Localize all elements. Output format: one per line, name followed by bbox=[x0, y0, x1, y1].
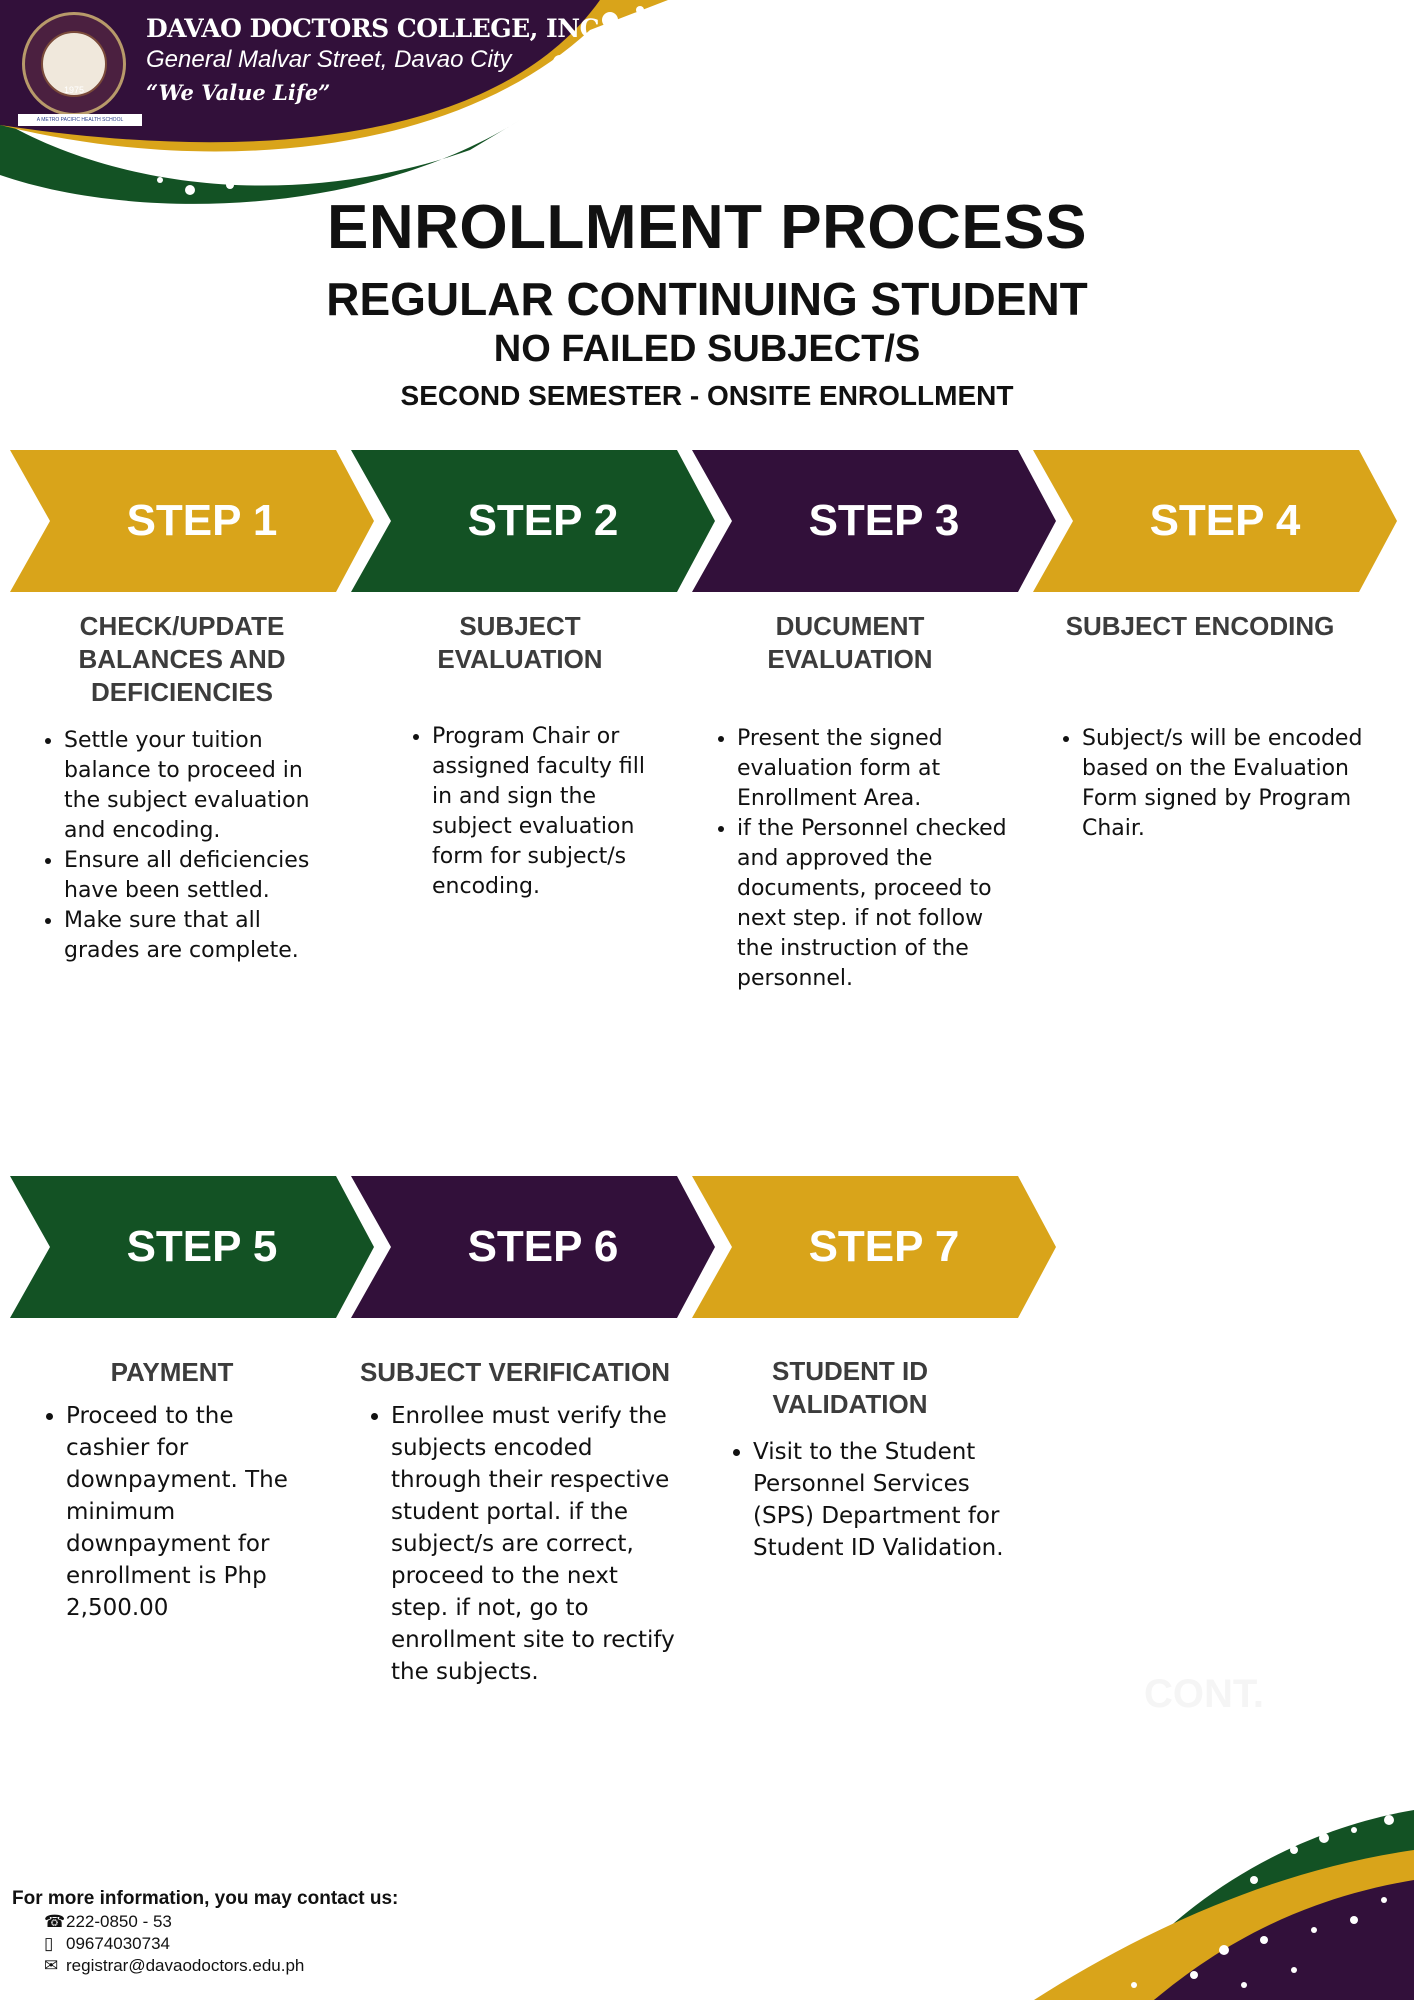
phone-icon: ☎ bbox=[44, 1912, 66, 1931]
step-1-item: Ensure all deficiencies have been settle… bbox=[64, 846, 334, 906]
logo-tagline: A METRO PACIFIC HEALTH SCHOOL bbox=[18, 114, 142, 126]
logo-emblem bbox=[41, 31, 107, 97]
page-title: ENROLLMENT PROCESS bbox=[327, 193, 1087, 262]
banner-dots bbox=[157, 6, 644, 195]
college-logo: 1975 bbox=[22, 12, 126, 116]
banner-purple-band bbox=[0, 0, 600, 143]
contact-email: ✉ registrar@davaodoctors.edu.ph bbox=[44, 1956, 304, 1976]
header-banner bbox=[0, 0, 668, 204]
step-2-item: Program Chair or assigned faculty fill i… bbox=[432, 722, 662, 902]
subtitle-semester: SECOND SEMESTER - ONSITE ENROLLMENT bbox=[400, 380, 1014, 411]
step-1-label: STEP 1 bbox=[126, 496, 278, 545]
step-7-heading: STUDENT ID VALIDATION bbox=[772, 1356, 928, 1419]
step-3-chevron: STEP 3 bbox=[692, 450, 1056, 592]
step-3-body: Present the signed evaluation form at En… bbox=[707, 724, 1017, 994]
mobile-icon: ▯ bbox=[44, 1934, 54, 1953]
step-1-heading: CHECK/UPDATE BALANCES AND DEFICIENCIES bbox=[78, 611, 286, 707]
contact-heading: For more information, you may contact us… bbox=[12, 1888, 399, 1909]
logo-year: 1975 bbox=[63, 85, 85, 95]
step-6-item: Enrollee must verify the subjects encode… bbox=[391, 1400, 681, 1688]
step-5-item: Proceed to the cashier for downpayment. … bbox=[66, 1400, 306, 1624]
subtitle-student-type: REGULAR CONTINUING STUDENT bbox=[326, 273, 1088, 325]
step-2-label: STEP 2 bbox=[467, 496, 619, 545]
step-3-item: if the Personnel checked and approved th… bbox=[737, 814, 1017, 994]
email-address: registrar@davaodoctors.edu.ph bbox=[66, 1956, 305, 1975]
footer-purple-band bbox=[1154, 1880, 1414, 2000]
step-6-shape bbox=[351, 1176, 715, 1318]
step-1-item: Settle your tuition balance to proceed i… bbox=[64, 726, 334, 846]
step-6-chevron: STEP 6 bbox=[351, 1176, 715, 1318]
step-4-label: STEP 4 bbox=[1149, 496, 1301, 545]
continued-faded-text: CONT. bbox=[1144, 1672, 1264, 1716]
contact-mobile: ▯ 09674030734 bbox=[44, 1934, 170, 1954]
step-6-heading: SUBJECT VERIFICATION bbox=[359, 1357, 671, 1387]
footer-dots bbox=[1131, 1815, 1394, 1988]
step-7-shape bbox=[692, 1176, 1056, 1318]
step-3-heading: DUCUMENT EVALUATION bbox=[767, 611, 933, 674]
mobile-number: 09674030734 bbox=[66, 1934, 171, 1953]
step-1-item: Make sure that all grades are complete. bbox=[64, 906, 334, 966]
step-4-heading: SUBJECT ENCODING bbox=[1065, 611, 1335, 641]
step-2-body: Program Chair or assigned faculty fill i… bbox=[402, 722, 662, 902]
step-1-body: Settle your tuition balance to proceed i… bbox=[34, 726, 334, 966]
step-4-shape bbox=[1033, 450, 1397, 592]
step-1-shape bbox=[10, 450, 374, 592]
step-2-heading: SUBJECT EVALUATION bbox=[437, 611, 603, 674]
step-5-body: Proceed to the cashier for downpayment. … bbox=[36, 1400, 306, 1624]
step-3-shape bbox=[692, 450, 1056, 592]
step-2-chevron: STEP 2 bbox=[351, 450, 715, 592]
contact-phone: ☎222-0850 - 53 bbox=[44, 1912, 172, 1932]
school-motto: “We Value Life” bbox=[146, 80, 331, 105]
step-4-body: Subject/s will be encoded based on the E… bbox=[1052, 724, 1382, 844]
step-2-shape bbox=[351, 450, 715, 592]
banner-gold-swoosh bbox=[0, 0, 668, 152]
step-3-label: STEP 3 bbox=[808, 496, 960, 545]
subtitle-condition: NO FAILED SUBJECT/S bbox=[493, 328, 921, 370]
email-icon: ✉ bbox=[44, 1956, 59, 1975]
phone-number: 222-0850 - 53 bbox=[66, 1912, 172, 1931]
step-7-item: Visit to the Student Personnel Services … bbox=[753, 1436, 1033, 1564]
step-5-shape bbox=[10, 1176, 374, 1318]
step-1-chevron: STEP 1 bbox=[10, 450, 374, 592]
step-5-label: STEP 5 bbox=[126, 1222, 278, 1271]
school-name: DAVAO DOCTORS COLLEGE, INC. bbox=[146, 14, 607, 43]
step-4-item: Subject/s will be encoded based on the E… bbox=[1082, 724, 1382, 844]
step-7-chevron: STEP 7 bbox=[692, 1176, 1056, 1318]
step-5-chevron: STEP 5 bbox=[10, 1176, 374, 1318]
school-address: General Malvar Street, Davao City bbox=[146, 46, 512, 73]
step-7-body: Visit to the Student Personnel Services … bbox=[723, 1436, 1033, 1564]
banner-green-swoosh bbox=[0, 120, 520, 204]
step-6-label: STEP 6 bbox=[467, 1222, 619, 1271]
footer-decoration bbox=[1034, 1810, 1414, 2000]
step-7-label: STEP 7 bbox=[808, 1222, 960, 1271]
footer-gold-swoosh bbox=[1034, 1850, 1414, 2000]
step-3-item: Present the signed evaluation form at En… bbox=[737, 724, 1017, 814]
step-5-heading: PAYMENT bbox=[110, 1357, 234, 1387]
step-4-chevron: STEP 4 bbox=[1033, 450, 1397, 592]
step-6-body: Enrollee must verify the subjects encode… bbox=[361, 1400, 681, 1688]
